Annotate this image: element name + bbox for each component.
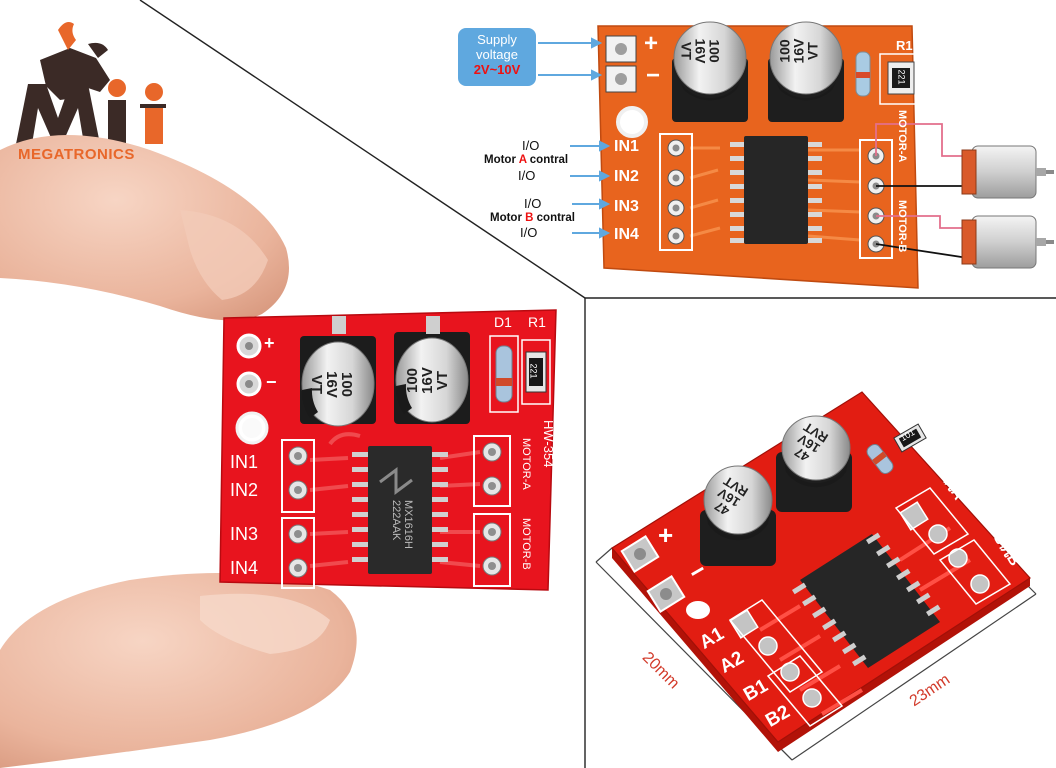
motor-a-letter: A [518, 154, 527, 166]
diagram-cap2-series: VT [804, 42, 821, 60]
front-motor-a-label: MOTOR-A [520, 438, 532, 490]
front-cap1-voltage: 16V [322, 371, 340, 398]
panel-dividers [139, 0, 1056, 768]
front-cap2-value: 100 [403, 367, 421, 394]
diagram-pin-in2: IN2 [614, 168, 639, 185]
megatronics-logo [16, 22, 166, 144]
io-label-3: I/O [524, 196, 542, 211]
supply-range: 2V~10V [473, 62, 521, 77]
supply-label-line2: voltage [476, 47, 518, 62]
front-cap2-voltage: 16V [418, 367, 436, 394]
io-label-4: I/O [520, 225, 538, 240]
diagram-board [597, 21, 919, 289]
front-cap1-value: 100 [337, 371, 355, 398]
diagram-pin-in1: IN1 [614, 138, 639, 155]
front-plus-label: + [264, 333, 275, 353]
diagram-r1-label: R1 [896, 38, 913, 53]
diagram-pin-in4: IN4 [614, 226, 639, 243]
motor-a [961, 145, 1054, 199]
diagram-cap2-value: 100 [776, 39, 793, 63]
diagram-cap2-text: 100 16V VT [776, 38, 821, 64]
motor-b-control-label: Motor B contral [490, 212, 575, 224]
diagram-motor-a-label: MOTOR-A [896, 110, 908, 163]
front-pin-in2: IN2 [230, 480, 259, 500]
motor-b [961, 215, 1054, 269]
front-chip-line2: 222AAK [390, 500, 402, 541]
diagram-cap1-series: VT [678, 42, 695, 60]
diagram-cap1-text: 100 16V VT [678, 38, 723, 64]
front-cap1-series: VT [307, 374, 325, 395]
motor-a-control-label: Motor A contral [484, 154, 568, 166]
diagram-resistor-code: 221 [896, 69, 907, 85]
motor-b-letter: B [525, 212, 534, 224]
io-label-1: I/O [522, 138, 540, 153]
motor-a-suffix: contral [526, 154, 569, 166]
front-cap2-series: VT [433, 370, 451, 391]
brand-name: MEGATRONICS [18, 146, 135, 163]
front-model-label: HW-354 [541, 420, 556, 468]
io-label-2: I/O [518, 168, 536, 183]
angled-plus-label: + [658, 520, 674, 550]
front-chip-marking: MX1616H 222AAK [390, 500, 414, 549]
angled-board [595, 391, 1037, 761]
front-cap2-text: 100 16V VT [403, 367, 451, 394]
front-minus-label: − [266, 372, 277, 392]
motor-wires [875, 123, 969, 259]
front-chip-line1: MX1616H [402, 500, 414, 549]
motor-a-prefix: Motor [484, 154, 519, 166]
diagram-minus-label: − [646, 62, 661, 89]
diagram-motor-b-label: MOTOR-B [896, 200, 908, 253]
supply-voltage-callout: Supply voltage 2V~10V [458, 28, 536, 86]
callout-arrows [538, 37, 611, 239]
front-pin-in4: IN4 [230, 558, 259, 578]
front-d1-label: D1 [494, 314, 512, 330]
diagram-cap2-voltage: 16V [790, 38, 807, 64]
diagram-cap1-voltage: 16V [692, 38, 709, 64]
motor-b-prefix: Motor [490, 212, 526, 224]
front-cap1-text: 100 16V VT [307, 371, 355, 398]
front-pin-in3: IN3 [230, 524, 259, 544]
front-motor-b-label: MOTOR-B [520, 518, 532, 570]
diagram-plus-label: + [644, 30, 659, 57]
front-pin-in1: IN1 [230, 452, 259, 472]
diagram-pin-in3: IN3 [614, 198, 639, 215]
front-resistor-code: 221 [528, 363, 539, 379]
motor-b-suffix: contral [533, 212, 575, 224]
diagram-cap1-value: 100 [706, 39, 723, 63]
bottom-finger [0, 572, 357, 768]
top-finger [0, 135, 289, 321]
front-r1-label: R1 [528, 314, 546, 330]
supply-label-line1: Supply [477, 32, 517, 47]
front-board [219, 309, 557, 591]
